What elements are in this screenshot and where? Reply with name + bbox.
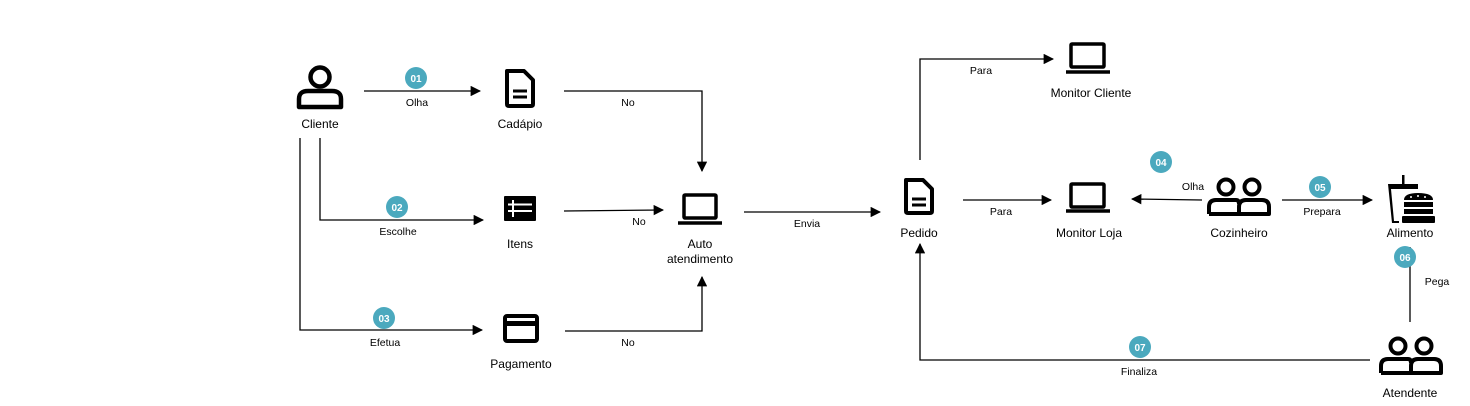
list-icon [504, 196, 536, 221]
edge-label-para-cliente: Para [970, 65, 992, 77]
edge-label-para-loja: Para [990, 206, 1012, 218]
edge-finaliza [914, 242, 1370, 361]
node-label-auto-line1: Auto [688, 237, 713, 251]
edge-label-olha-cozinheiro: Olha [1182, 181, 1204, 193]
node-label-itens: Itens [507, 237, 533, 251]
edge-escolhe [319, 138, 485, 226]
node-label-cozinheiro: Cozinheiro [1210, 226, 1268, 240]
svg-text:07: 07 [1134, 343, 1146, 354]
edge-label-no-pagamento: No [621, 337, 635, 349]
node-label-pedido: Pedido [900, 226, 938, 240]
edge-efetua [299, 138, 484, 336]
edge-label-prepara: Prepara [1303, 206, 1341, 218]
edge-label-no-itens: No [632, 216, 646, 228]
edge-label-pega: Pega [1425, 276, 1450, 288]
edge-no-pagamento [565, 275, 708, 332]
laptop-icon [1066, 42, 1110, 74]
edge-no-cardapio [564, 90, 708, 173]
svg-text:01: 01 [410, 74, 422, 85]
edge-label-olha: Olha [406, 97, 428, 109]
document-icon [904, 178, 934, 215]
step-badge-03: 03 [373, 307, 395, 329]
edge-olha-cozinheiro [1130, 193, 1203, 205]
users-icon [1379, 336, 1443, 375]
svg-text:06: 06 [1399, 253, 1411, 264]
fastfood-icon [1388, 175, 1435, 223]
credit-card-icon [503, 314, 539, 343]
step-badge-06: 06 [1394, 246, 1416, 268]
node-label-cardapio: Cadápio [498, 117, 543, 131]
step-badge-07: 07 [1129, 336, 1151, 358]
edge-no-itens [563, 204, 665, 216]
laptop-icon [1066, 182, 1110, 213]
node-label-cliente: Cliente [301, 117, 339, 131]
node-label-monitor-loja: Monitor Loja [1056, 226, 1122, 240]
node-label-monitor-cliente: Monitor Cliente [1051, 86, 1132, 100]
laptop-icon [678, 193, 722, 225]
edge-label-no-cardapio: No [621, 97, 635, 109]
step-badge-04: 04 [1150, 151, 1172, 173]
step-badge-02: 02 [386, 196, 408, 218]
step-badge-05: 05 [1309, 176, 1331, 198]
svg-text:03: 03 [378, 314, 390, 325]
node-label-alimento: Alimento [1387, 226, 1434, 240]
node-label-atendente: Atendente [1383, 386, 1438, 400]
node-label-pagamento: Pagamento [490, 357, 552, 371]
svg-text:05: 05 [1314, 183, 1326, 194]
edge-label-escolhe: Escolhe [379, 226, 417, 238]
user-icon [296, 65, 344, 110]
node-label-auto-line2: atendimento [667, 252, 733, 266]
step-badge-01: 01 [405, 67, 427, 89]
edge-para-cliente [919, 53, 1055, 160]
edge-label-finaliza: Finaliza [1121, 366, 1157, 378]
users-icon [1207, 177, 1271, 216]
document-icon [505, 69, 535, 108]
edge-label-efetua: Efetua [370, 337, 401, 349]
edge-label-envia: Envia [794, 218, 820, 230]
svg-text:04: 04 [1155, 158, 1167, 169]
svg-text:02: 02 [391, 203, 403, 214]
